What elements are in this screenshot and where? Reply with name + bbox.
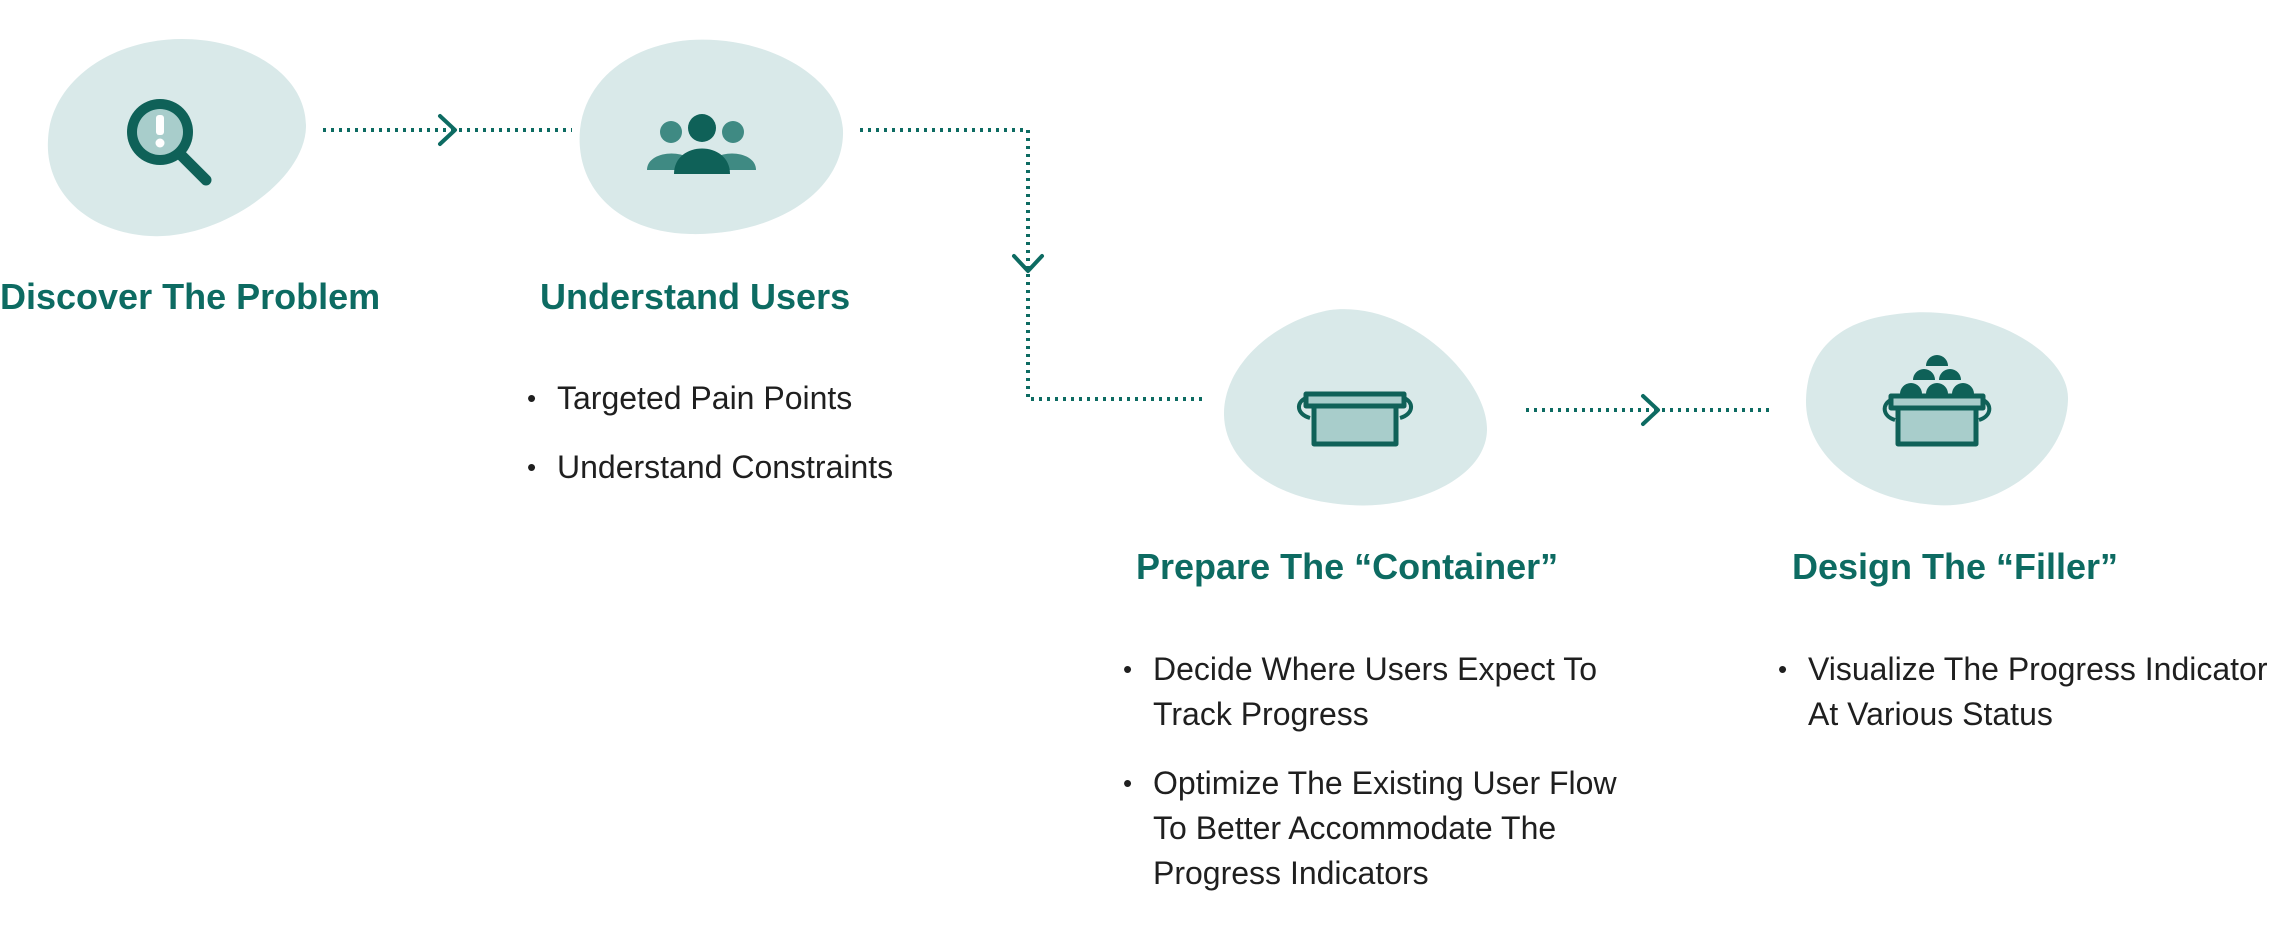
step-title-understand: Understand Users xyxy=(540,276,851,317)
understand-points-list: Targeted Pain Points Understand Constrai… xyxy=(527,376,947,514)
magnifier-exclamation-icon xyxy=(127,99,212,186)
list-item: Visualize The Progress Indicator At Vari… xyxy=(1778,647,2278,737)
list-item: Targeted Pain Points xyxy=(527,376,947,421)
connector-discover-to-understand xyxy=(323,114,572,146)
step-prepare-node xyxy=(1223,309,1488,506)
arrow-right-icon xyxy=(1641,394,1660,426)
step-title-prepare: Prepare The “Container” xyxy=(1136,546,1559,587)
filled-bucket-icon xyxy=(1882,355,1992,447)
list-item: Decide Where Users Expect To Track Progr… xyxy=(1123,647,1643,737)
step-understand-node xyxy=(579,39,844,235)
step-design-node xyxy=(1805,312,2069,506)
design-points-list: Visualize The Progress Indicator At Vari… xyxy=(1778,647,2278,761)
list-item: Understand Constraints xyxy=(527,445,947,490)
connector-understand-to-prepare xyxy=(860,128,1205,401)
empty-bucket-icon xyxy=(1297,391,1413,447)
connector-prepare-to-design xyxy=(1526,394,1772,426)
prepare-points-list: Decide Where Users Expect To Track Progr… xyxy=(1123,647,1643,920)
list-item: Optimize The Existing User Flow To Bette… xyxy=(1123,761,1643,896)
step-title-design: Design The “Filler” xyxy=(1792,546,2119,587)
step-discover-node xyxy=(47,39,307,237)
arrow-down-icon xyxy=(1012,254,1044,273)
arrow-right-icon xyxy=(438,114,457,146)
user-group-icon xyxy=(647,114,756,174)
step-title-discover: Discover The Problem xyxy=(0,276,381,317)
